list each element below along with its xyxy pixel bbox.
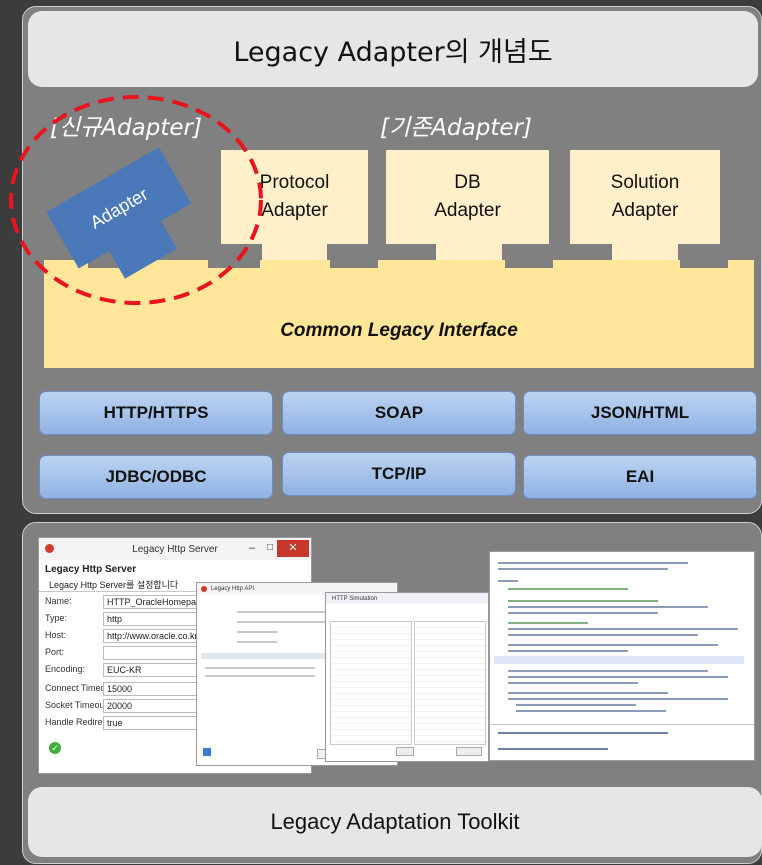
code-line (508, 628, 738, 630)
code-line (508, 692, 668, 694)
new-adapter-label: [신규Adapter] (50, 115, 202, 141)
protocol-label: EAI (625, 467, 655, 486)
api-tab-strip (201, 653, 393, 659)
maximize-icon[interactable]: □ (266, 542, 273, 553)
code-line (508, 650, 628, 652)
code-line (498, 748, 608, 750)
solution-adapter: Solution Adapter (570, 150, 720, 244)
code-comment (508, 600, 658, 602)
status-ok-icon: ✓ (49, 742, 61, 754)
common-legacy-interface-label: Common Legacy Interface (280, 320, 518, 341)
code-line (516, 710, 666, 712)
server-window-subheading: Legacy Http Server를 설정합니다 (49, 580, 179, 590)
code-comment (508, 588, 628, 590)
code-line (508, 676, 728, 678)
protocol-label: TCP/IP (371, 464, 427, 483)
simulation-window-titlebar: HTTP Simulation (326, 593, 488, 604)
protocol-label: SOAP (374, 403, 424, 422)
simulation-window-title: HTTP Simulation (332, 595, 378, 602)
panel-title: Legacy Adapter의 개념도 (28, 11, 758, 87)
code-line (498, 562, 688, 564)
protocol-label: JDBC/ODBC (105, 467, 207, 486)
close-button[interactable]: ✕ (277, 540, 309, 557)
code-comment (508, 622, 588, 624)
new-adapter-tab (108, 219, 177, 279)
db-adapter-label: DB Adapter (434, 172, 501, 221)
interface-slot (88, 260, 140, 268)
request-tree-pane (330, 621, 412, 745)
code-line (508, 606, 708, 608)
interface-slot (208, 260, 260, 268)
protocol-adapter: Protocol Adapter (221, 150, 368, 244)
divider (39, 591, 311, 592)
response-table-pane (414, 621, 486, 745)
server-window-title: Legacy Http Server (132, 543, 218, 555)
toolkit-title-bar: Legacy Adaptation Toolkit (28, 787, 762, 857)
api-param-row (205, 667, 315, 669)
api-form-row (237, 621, 337, 623)
api-param-row (205, 675, 315, 677)
protocol-eai: EAI (523, 455, 757, 499)
field-label-port: Port: (45, 647, 65, 657)
code-line (508, 644, 718, 646)
code-line (498, 580, 518, 582)
interface-slot (505, 260, 553, 268)
common-legacy-interface (44, 260, 754, 368)
field-label-name: Name: (45, 596, 72, 606)
field-label-encoding: Encoding: (45, 664, 86, 674)
interface-slot (330, 260, 378, 268)
server-window-heading: Legacy Http Server (45, 564, 137, 575)
protocol-json-html: JSON/HTML (523, 391, 757, 435)
new-adapter-graphic: Adapter (9, 95, 263, 305)
simulation-button[interactable] (396, 747, 414, 756)
api-window-title: Legacy Http API (211, 586, 255, 592)
protocol-label: HTTP/HTTPS (103, 403, 209, 422)
protocol-soap: SOAP (282, 391, 516, 435)
help-icon[interactable] (203, 748, 211, 756)
new-adapter-highlight-circle (9, 95, 263, 305)
toolkit-title: Legacy Adaptation Toolkit (270, 809, 520, 834)
db-adapter: DB Adapter (386, 150, 549, 244)
code-highlight-line (494, 656, 744, 664)
server-window-titlebar: Legacy Http Server – □ ✕ (39, 538, 311, 560)
code-line (508, 670, 708, 672)
protocol-label: JSON/HTML (590, 403, 690, 422)
field-label-connect-timeout: Connect Timeout: (45, 683, 116, 693)
field-label-host: Host: (45, 630, 67, 640)
existing-adapter-label: [기존Adapter] (380, 115, 532, 141)
protocol-jdbc-odbc: JDBC/ODBC (39, 455, 273, 499)
code-line (508, 634, 698, 636)
new-adapter-shape (46, 147, 192, 269)
field-label-handle-redirect: Handle Redirect: (45, 717, 113, 727)
protocol-tcp-ip: TCP/IP (282, 452, 516, 496)
field-label-type: Type: (45, 613, 68, 623)
code-editor-window (489, 551, 755, 761)
protocol-http-https: HTTP/HTTPS (39, 391, 273, 435)
api-form-row (237, 611, 337, 613)
code-line (508, 612, 658, 614)
simulation-close-button[interactable] (456, 747, 482, 756)
code-line (498, 732, 668, 734)
api-form-row (237, 631, 277, 633)
server-window-app-icon (45, 544, 54, 553)
code-line (516, 704, 636, 706)
code-line (498, 568, 668, 570)
code-line (508, 698, 728, 700)
panel-title-text: Legacy Adapter의 개념도 (233, 36, 553, 68)
editor-divider (490, 724, 754, 725)
minimize-icon[interactable]: – (248, 542, 255, 554)
protocol-adapter-label: Protocol Adapter (259, 172, 330, 221)
field-label-socket-timeout: Socket Timeout: (45, 700, 110, 710)
code-line (508, 682, 638, 684)
interface-slot (680, 260, 728, 268)
http-simulation-window: HTTP Simulation (325, 592, 489, 762)
api-form-row (237, 641, 277, 643)
api-window-app-icon (201, 586, 207, 592)
solution-adapter-label: Solution Adapter (610, 172, 680, 221)
